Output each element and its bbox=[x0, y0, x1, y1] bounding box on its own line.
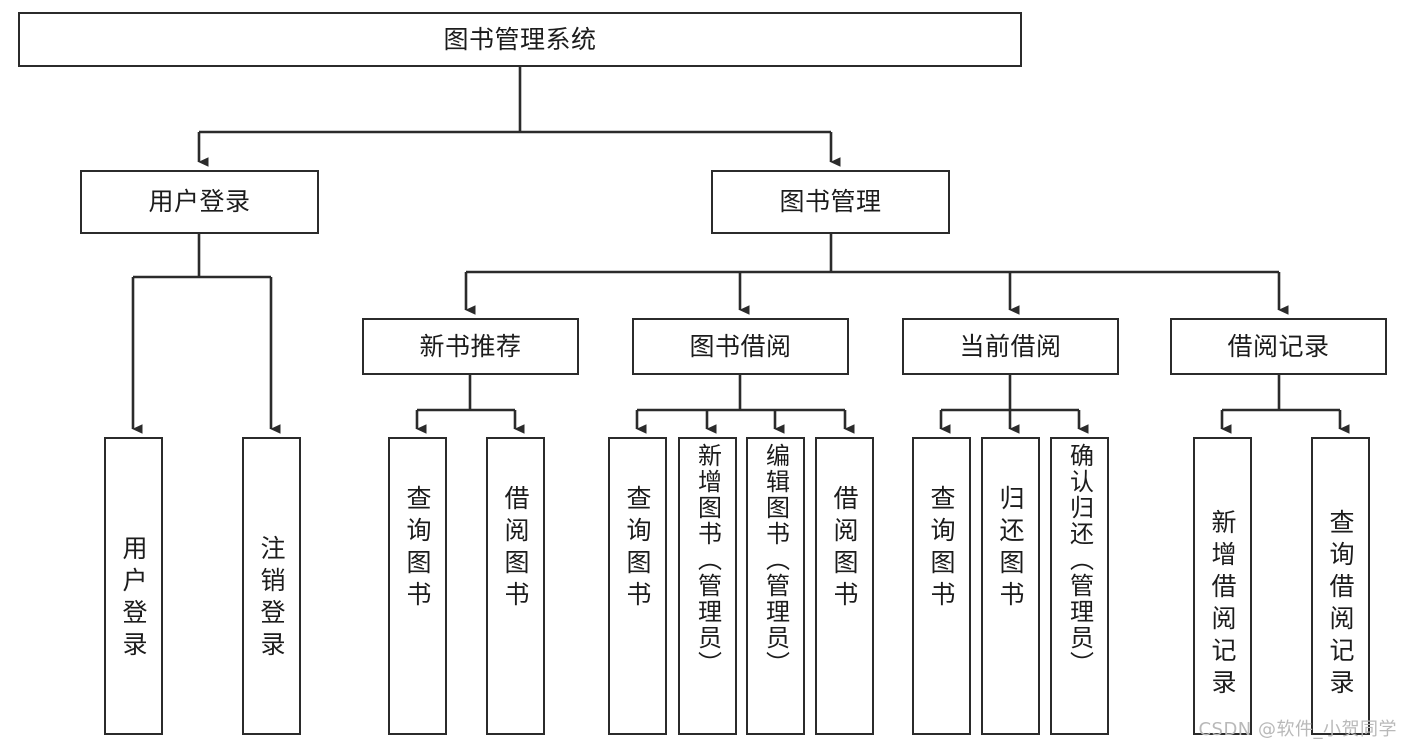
node-current-borrow[interactable]: 当前借阅 bbox=[902, 318, 1119, 375]
leaf-user-login-label: 用户登录 bbox=[119, 535, 148, 663]
leaf-return-book-label: 归还图书 bbox=[996, 485, 1025, 613]
leaf-query-borrow-record-label: 查询借阅记录 bbox=[1326, 509, 1355, 701]
leaf-query-book-current-label: 查询图书 bbox=[927, 485, 956, 613]
leaf-confirm-return-admin-label: 确认归还（管理员） bbox=[1065, 443, 1094, 677]
leaf-query-book-borrow[interactable]: 查询图书 bbox=[608, 437, 667, 735]
node-new-book-recommend-label: 新书推荐 bbox=[419, 331, 522, 361]
node-root[interactable]: 图书管理系统 bbox=[18, 12, 1022, 67]
leaf-borrow-book[interactable]: 借阅图书 bbox=[815, 437, 874, 735]
leaf-borrow-book-recommend[interactable]: 借阅图书 bbox=[486, 437, 545, 735]
node-user-login-label: 用户登录 bbox=[148, 187, 251, 216]
leaf-add-book-admin[interactable]: 新增图书（管理员） bbox=[678, 437, 737, 735]
leaf-edit-book-admin-label: 编辑图书（管理员） bbox=[761, 443, 790, 677]
leaf-logout-label: 注销登录 bbox=[257, 535, 286, 663]
leaf-borrow-book-recommend-label: 借阅图书 bbox=[501, 485, 530, 613]
node-book-manage[interactable]: 图书管理 bbox=[711, 170, 950, 234]
node-current-borrow-label: 当前借阅 bbox=[959, 331, 1062, 361]
node-book-borrow[interactable]: 图书借阅 bbox=[632, 318, 849, 375]
node-borrow-record-label: 借阅记录 bbox=[1227, 331, 1330, 361]
node-book-borrow-label: 图书借阅 bbox=[689, 331, 792, 361]
leaf-confirm-return-admin[interactable]: 确认归还（管理员） bbox=[1050, 437, 1109, 735]
leaf-query-book-borrow-label: 查询图书 bbox=[623, 485, 652, 613]
node-book-manage-label: 图书管理 bbox=[779, 187, 882, 216]
node-borrow-record[interactable]: 借阅记录 bbox=[1170, 318, 1387, 375]
leaf-add-borrow-record[interactable]: 新增借阅记录 bbox=[1193, 437, 1252, 735]
node-new-book-recommend[interactable]: 新书推荐 bbox=[362, 318, 579, 375]
node-root-label: 图书管理系统 bbox=[443, 24, 597, 54]
leaf-query-book-recommend[interactable]: 查询图书 bbox=[388, 437, 447, 735]
leaf-return-book[interactable]: 归还图书 bbox=[981, 437, 1040, 735]
node-user-login[interactable]: 用户登录 bbox=[80, 170, 319, 234]
leaf-query-book-current[interactable]: 查询图书 bbox=[912, 437, 971, 735]
watermark: CSDN @软件_小贺同学 bbox=[1198, 719, 1397, 740]
leaf-query-book-recommend-label: 查询图书 bbox=[403, 485, 432, 613]
leaf-add-book-admin-label: 新增图书（管理员） bbox=[693, 443, 722, 677]
leaf-add-borrow-record-label: 新增借阅记录 bbox=[1208, 509, 1237, 701]
leaf-query-borrow-record[interactable]: 查询借阅记录 bbox=[1311, 437, 1370, 735]
leaf-edit-book-admin[interactable]: 编辑图书（管理员） bbox=[746, 437, 805, 735]
leaf-borrow-book-label: 借阅图书 bbox=[830, 485, 859, 613]
leaf-user-login[interactable]: 用户登录 bbox=[104, 437, 163, 735]
leaf-logout[interactable]: 注销登录 bbox=[242, 437, 301, 735]
